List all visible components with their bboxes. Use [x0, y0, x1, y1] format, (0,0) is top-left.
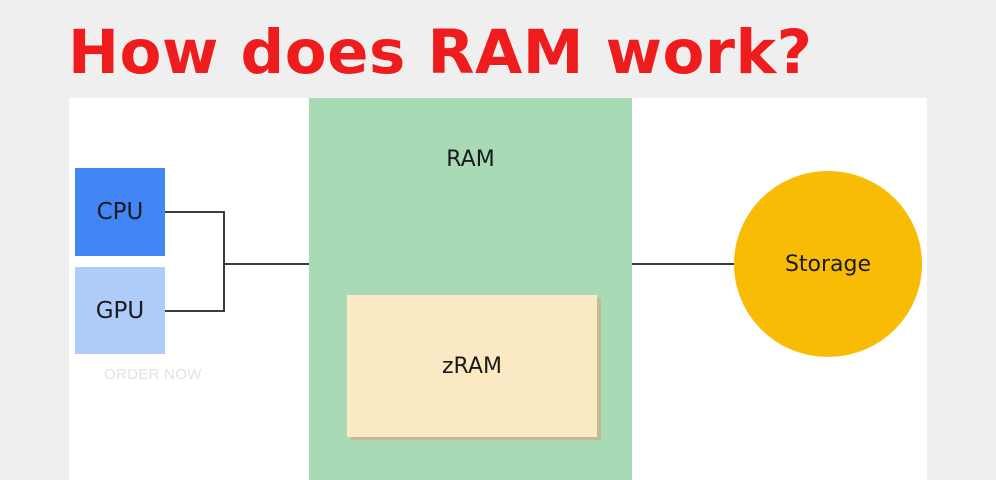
storage-circle: Storage	[734, 171, 922, 357]
gpu-label: GPU	[95, 297, 145, 324]
zram-label: zRAM	[442, 353, 502, 379]
cpu-box: CPU	[75, 168, 165, 256]
zram-box: zRAM	[347, 295, 597, 437]
ram-label: RAM	[446, 147, 495, 172]
page-title: How does RAM work?	[68, 17, 813, 88]
cpu-label: CPU	[96, 199, 144, 225]
storage-label: Storage	[784, 251, 872, 277]
order-now-watermark: ORDER NOW	[104, 366, 202, 383]
cpu-gpu-bracket-line	[165, 211, 225, 312]
gpu-box: GPU	[75, 267, 165, 354]
